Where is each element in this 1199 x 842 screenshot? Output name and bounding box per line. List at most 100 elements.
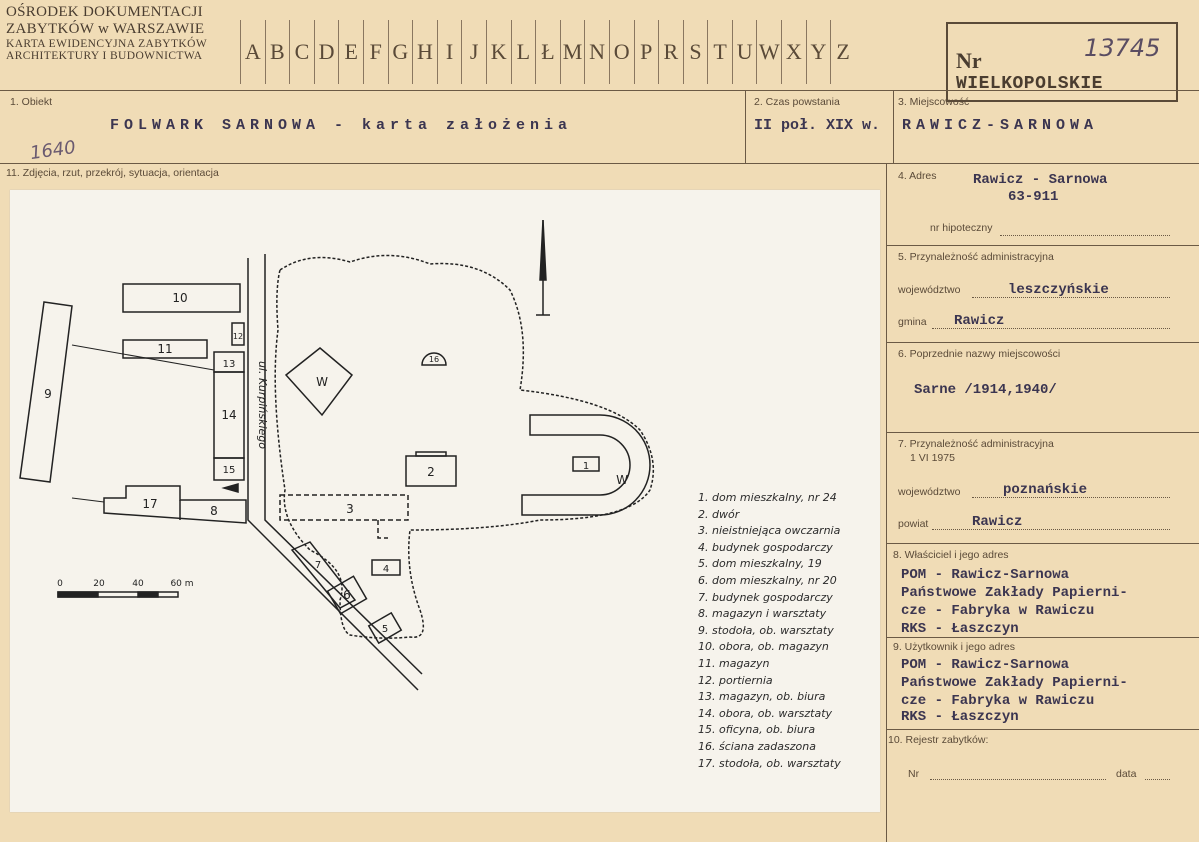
- legend-item: 4. budynek gospodarczy: [698, 540, 833, 554]
- label-1: 1: [583, 461, 589, 472]
- label-12: 12: [233, 332, 243, 341]
- institution-line2: ZABYTKÓW w WARSZAWIE: [6, 21, 205, 37]
- czas-label: 2. Czas powstania: [754, 96, 840, 108]
- uzytkownik-line3: cze - Fabryka w Rawiczu: [901, 693, 1095, 709]
- divider: [886, 637, 1199, 638]
- index-letter: I: [436, 20, 462, 84]
- index-letter: Ł: [535, 20, 560, 84]
- index-letter: U: [731, 20, 757, 84]
- legend-item: 3. nieistniejąca owczarnia: [698, 524, 841, 538]
- dotted-line: [930, 779, 1106, 780]
- label-6: 6: [343, 588, 351, 602]
- index-letter: K: [485, 20, 511, 84]
- wojewodztwo1975-value: poznańskie: [1003, 482, 1088, 498]
- institution-line1: OŚRODEK DOKUMENTACJI: [6, 4, 203, 20]
- legend-item: 9. stodoła, ob. warsztaty: [698, 623, 834, 637]
- przynaleznosc-label: 5. Przynależność administracyjna: [898, 251, 1054, 263]
- adres-line2: 63-911: [1008, 189, 1059, 205]
- north-arrow-icon: [536, 219, 550, 316]
- poprzednie-value: Sarne /1914,1940/: [914, 382, 1057, 398]
- index-letter: G: [387, 20, 413, 84]
- scale-label-20: 20: [93, 579, 105, 589]
- dotted-line: [932, 529, 1170, 530]
- card-type-line2: ARCHITEKTURY I BUDOWNICTWA: [6, 50, 203, 62]
- legend-item: 6. dom mieszkalny, nr 20: [698, 573, 837, 587]
- building-6: [326, 575, 368, 615]
- divider: [886, 342, 1199, 343]
- index-letter: Z: [830, 20, 855, 84]
- wlasciciel-line2: Państwowe Zakłady Papierni-: [901, 585, 1128, 601]
- street-edge: [247, 258, 419, 691]
- index-letter: L: [510, 20, 536, 84]
- wojewodztwo1975-label: województwo: [898, 486, 961, 498]
- legend-item: 1. dom mieszkalny, nr 24: [698, 491, 837, 504]
- wojewodztwo-value: leszczyńskie: [1008, 282, 1109, 298]
- label-5: 5: [382, 624, 388, 635]
- scale-label-60: 60 m: [170, 579, 193, 589]
- label-8: 8: [210, 504, 218, 518]
- wlasciciel-line1: POM - Rawicz-Sarnowa: [901, 567, 1070, 583]
- rejestr-label: 10. Rejestr zabytków:: [888, 734, 989, 746]
- divider: [745, 90, 746, 163]
- poprzednie-label: 6. Poprzednie nazwy miejscowości: [898, 348, 1061, 360]
- uzytkownik-line1: POM - Rawicz-Sarnowa: [901, 657, 1070, 673]
- rejestr-data-label: data: [1116, 768, 1137, 780]
- dotted-line: [972, 497, 1170, 498]
- index-letter: O: [608, 20, 634, 84]
- site-plan-drawing: 10 11 12 13 14 15 9 17 8 W W 1 2 3 4 5 6…: [19, 219, 655, 691]
- divider: [886, 163, 887, 842]
- divider: [0, 90, 1199, 91]
- building-11: [122, 339, 208, 359]
- przynaleznosc1975-label-line2: 1 VI 1975: [910, 452, 955, 464]
- index-letter: F: [362, 20, 388, 84]
- building-10: [122, 283, 241, 313]
- rejestr-nr-label: Nr: [908, 768, 920, 780]
- adres-line1: Rawicz - Sarnowa: [973, 172, 1108, 188]
- legend-item: 11. magazyn: [698, 656, 770, 670]
- building-3: [279, 494, 409, 521]
- legend-item: 7. budynek gospodarczy: [698, 590, 833, 604]
- building-1-box: [572, 456, 600, 472]
- building-1-outline: [521, 414, 651, 516]
- zdjecia-label: 11. Zdjęcia, rzut, przekrój, sytuacja, o…: [6, 167, 219, 179]
- uzytkownik-label: 9. Użytkownik i jego adres: [893, 641, 1015, 653]
- index-letter: C: [289, 20, 314, 84]
- institution-header: OŚRODEK DOKUMENTACJI ZABYTKÓW w WARSZAWI…: [6, 4, 207, 62]
- obiekt-label: 1. Obiekt: [10, 96, 53, 108]
- label-13: 13: [223, 359, 236, 370]
- park-outline: [274, 254, 655, 639]
- gmina-label: gmina: [898, 316, 927, 328]
- building-9: [19, 301, 73, 483]
- miejscowosc-value: RAWICZ-SARNOWA: [902, 117, 1099, 134]
- przynaleznosc1975-label-line1: 7. Przynależność administracyjna: [898, 438, 1054, 450]
- index-letter: H: [412, 20, 437, 84]
- region-stamp: WIELKOPOLSKIE: [956, 74, 1103, 94]
- scale-label-0: 0: [57, 579, 63, 589]
- pond-outline: [284, 347, 354, 417]
- number-box: Nr 13745 WIELKOPOLSKIE: [946, 22, 1178, 102]
- index-letter: D: [313, 20, 339, 84]
- building-15: [213, 457, 245, 481]
- label-9: 9: [44, 387, 52, 401]
- czas-value: II poł. XIX w.: [754, 117, 881, 134]
- label-2: 2: [427, 465, 435, 479]
- handwritten-number: 1640: [28, 136, 78, 165]
- nr-hipoteczny-label: nr hipoteczny: [930, 222, 993, 234]
- divider: [886, 245, 1199, 246]
- label-14: 14: [221, 408, 236, 422]
- wlasciciel-line3: cze - Fabryka w Rawiczu: [901, 603, 1095, 619]
- wlasciciel-line4: RKS - Łaszczyn: [901, 621, 1019, 637]
- powiat-value: Rawicz: [972, 514, 1023, 530]
- divider: [886, 729, 1199, 730]
- index-letter: X: [781, 20, 806, 84]
- label-17: 17: [142, 497, 157, 511]
- index-letter: A: [240, 20, 265, 84]
- uzytkownik-line4: RKS - Łaszczyn: [901, 709, 1019, 725]
- index-letter: P: [633, 20, 659, 84]
- legend-item: 12. portiernia: [698, 673, 773, 687]
- label-10: 10: [172, 291, 187, 305]
- building-17-8: [103, 485, 247, 524]
- building-12: [231, 322, 245, 346]
- divider: [886, 432, 1199, 433]
